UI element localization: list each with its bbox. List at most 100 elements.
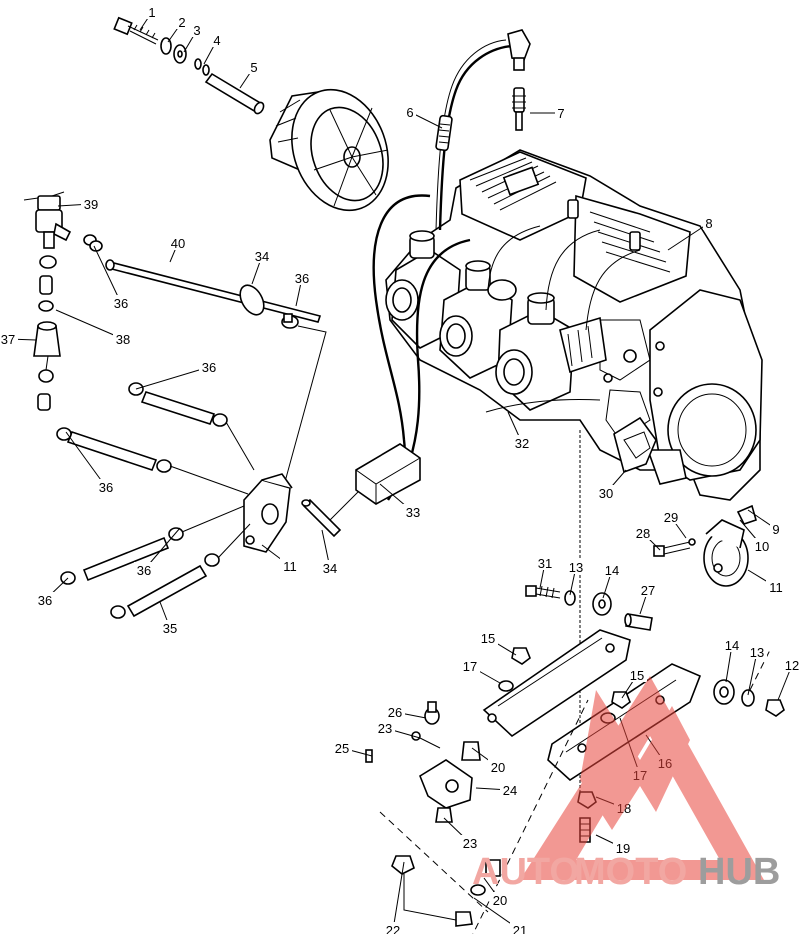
callout-bg-c29 — [661, 509, 681, 524]
callout-bg-c8 — [703, 215, 715, 230]
fuel-line-rod — [105, 259, 322, 323]
callout-leader-c13b — [747, 651, 758, 696]
watermark-m-shape — [580, 690, 690, 830]
carburetor-bank — [385, 230, 607, 411]
callout-label-c2: 2 — [178, 15, 185, 30]
callout-label-c11b: 11 — [769, 580, 783, 595]
callout-bg-c20b — [490, 892, 510, 907]
callout-bg-c21 — [510, 922, 530, 934]
callout-bg-c11a — [280, 558, 300, 573]
callout-label-c36a: 36 — [295, 271, 309, 286]
callout-bg-c35 — [160, 620, 180, 635]
callout-label-c36e: 36 — [137, 563, 151, 578]
callout-bg-c14a — [602, 562, 622, 577]
callout-bg-c23a — [375, 720, 395, 735]
hose-ring — [239, 284, 265, 316]
callout-label-c5: 5 — [250, 60, 257, 75]
callout-bg-c1 — [146, 4, 158, 19]
callout-bg-c10 — [752, 538, 772, 553]
watermark-word-moto: MOTO — [574, 851, 687, 893]
callout-label-c8: 8 — [705, 216, 712, 231]
callout-label-c36f: 36 — [38, 593, 52, 608]
callout-label-c15a: 15 — [481, 631, 495, 646]
callout-bg-c20a — [488, 759, 508, 774]
callout-label-c23b: 23 — [463, 836, 477, 851]
callout-label-c24: 24 — [503, 783, 517, 798]
impulse-line — [279, 325, 327, 501]
callout-label-c10: 10 — [755, 539, 769, 554]
callout-bg-c24 — [500, 782, 520, 797]
callout-bg-c2 — [176, 14, 188, 29]
callout-label-c20a: 20 — [491, 760, 505, 775]
callout-label-c36c: 36 — [202, 360, 216, 375]
callout-label-c7: 7 — [557, 106, 564, 121]
spacer-27 — [624, 613, 653, 631]
fuel-pump-left — [243, 473, 293, 553]
callout-label-c21: 21 — [513, 923, 527, 934]
callout-label-c36d: 36 — [99, 480, 113, 495]
engine-block — [385, 149, 763, 501]
callout-layer: 1234567891011111213131414151516171718192… — [0, 4, 800, 934]
callout-label-c9: 9 — [772, 522, 779, 537]
mount-bracket — [482, 629, 631, 738]
oil-pump — [23, 191, 72, 249]
callout-label-c31: 31 — [538, 556, 552, 571]
hose-clamp-rod-end — [281, 313, 299, 329]
callout-leader-c36b — [93, 245, 122, 304]
callout-bg-c13a — [566, 559, 586, 574]
washer-13b — [741, 689, 755, 707]
callout-label-c27: 27 — [641, 583, 655, 598]
callout-label-c36b: 36 — [114, 296, 128, 311]
callout-leader-c36d — [65, 431, 107, 488]
mount-14a-hole — [598, 599, 606, 609]
callout-label-c25: 25 — [335, 741, 349, 756]
callout-bg-c13b — [747, 644, 767, 659]
callout-label-c38: 38 — [116, 332, 130, 347]
callout-bg-c22 — [383, 922, 403, 934]
watermark-logo — [520, 676, 764, 880]
callout-leader-c8 — [667, 222, 710, 251]
callout-bg-c36d — [96, 479, 116, 494]
callout-bg-c15b — [627, 667, 647, 682]
bolt-31 — [525, 585, 561, 599]
drive-clutch-assembly — [113, 16, 389, 212]
callout-bg-c31 — [535, 555, 555, 570]
nuts-15-17 — [498, 647, 631, 724]
callout-bg-c34b — [320, 560, 340, 575]
callout-bg-c32 — [512, 435, 532, 450]
callout-bg-c19 — [613, 840, 633, 855]
callout-label-c39: 39 — [84, 197, 98, 212]
callout-bg-c28 — [633, 525, 653, 540]
callout-label-c28: 28 — [636, 526, 650, 541]
cdi-box — [329, 443, 421, 521]
callout-label-c15b: 15 — [630, 668, 644, 683]
callout-bg-c23b — [460, 835, 480, 850]
callout-label-c1: 1 — [148, 5, 155, 20]
callout-bg-c12 — [782, 657, 800, 672]
fuel-pump-right — [703, 504, 757, 587]
watermark-word-hub: HUB — [698, 851, 780, 893]
fuel-filter-fittings — [33, 255, 61, 411]
callout-label-c35: 35 — [163, 621, 177, 636]
callout-label-c34b: 34 — [323, 561, 337, 576]
callout-bg-c3 — [191, 22, 203, 37]
callout-label-c17a: 17 — [463, 659, 477, 674]
washer-13a — [564, 590, 576, 606]
callout-label-c3: 3 — [193, 23, 200, 38]
callout-bg-c36c — [199, 359, 219, 374]
callout-label-c4: 4 — [213, 33, 220, 48]
watermark-triangle — [520, 676, 764, 880]
callout-bg-c15a — [478, 630, 498, 645]
callout-label-c32: 32 — [515, 436, 529, 451]
callout-label-c30: 30 — [599, 486, 613, 501]
linkage-lower — [365, 701, 481, 823]
callout-bg-c40 — [168, 235, 188, 250]
spark-plug-lead — [301, 498, 342, 538]
callout-label-c33: 33 — [406, 505, 420, 520]
callout-bg-c30 — [596, 485, 616, 500]
callout-label-c40: 40 — [171, 236, 185, 251]
callout-label-c29: 29 — [664, 510, 678, 525]
callout-bg-c11b — [766, 579, 786, 594]
callout-bg-c4 — [211, 32, 223, 47]
callout-bg-c39 — [81, 196, 101, 211]
